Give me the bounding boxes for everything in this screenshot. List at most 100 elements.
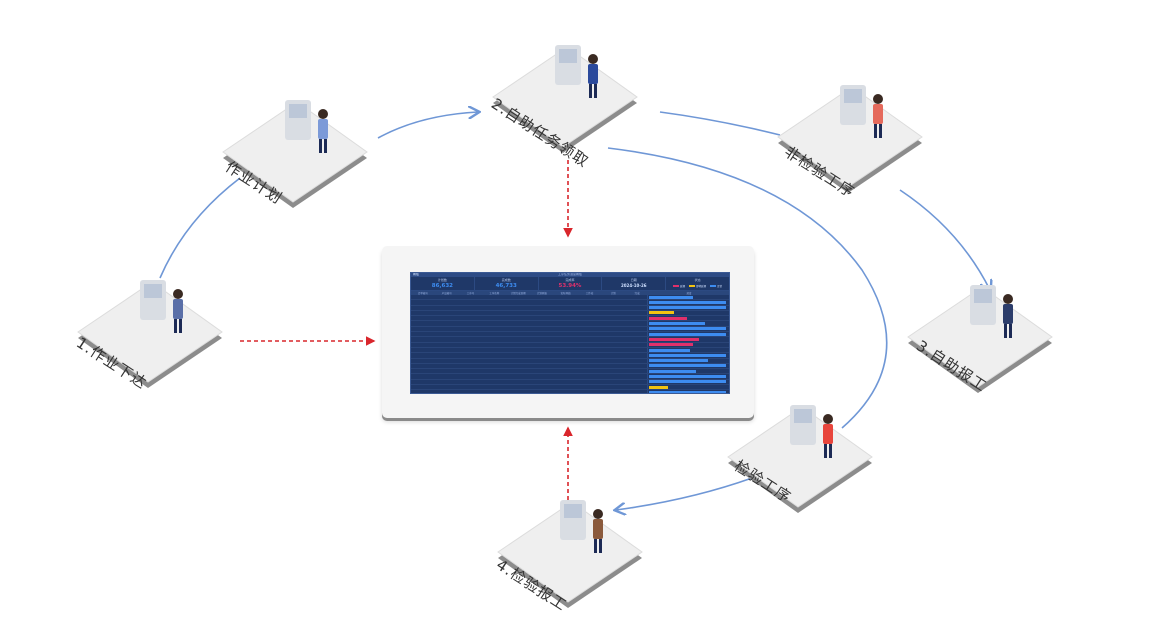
table-cell	[623, 337, 647, 341]
progress-cell	[646, 385, 729, 390]
table-cell	[482, 353, 506, 357]
table-cell	[623, 306, 647, 310]
table-cell	[600, 364, 624, 368]
kiosk-terminal-icon	[555, 45, 598, 98]
table-cell	[623, 300, 647, 304]
table-cell	[553, 337, 577, 341]
table-cell	[435, 348, 459, 352]
progress-bar	[648, 332, 726, 336]
table-cell	[623, 380, 647, 384]
table-cell	[505, 316, 529, 320]
kpi-label: 计划数	[437, 278, 447, 282]
table-cell	[482, 390, 506, 393]
table-cell	[505, 359, 529, 363]
dashboard-corner-label: 看板	[413, 272, 420, 276]
column-header: 工序号	[466, 292, 475, 295]
table-cell	[623, 364, 647, 368]
table-cell	[411, 300, 435, 304]
table-cell	[411, 348, 435, 352]
table-cell	[482, 364, 506, 368]
kpi-label: 完成数	[501, 278, 511, 282]
table-cell	[600, 343, 624, 347]
table-cell	[529, 321, 553, 325]
table-cell	[411, 295, 435, 299]
table-cell	[458, 306, 482, 310]
table-cell	[458, 385, 482, 389]
table-cell	[411, 390, 435, 393]
table-cell	[505, 321, 529, 325]
edge-inspection-report	[616, 477, 753, 510]
table-cell	[505, 343, 529, 347]
table-cell	[411, 327, 435, 331]
table-cell	[435, 332, 459, 336]
column-header: 完成	[634, 292, 640, 295]
table-cell	[458, 343, 482, 347]
edge-claim-inspection	[607, 147, 888, 429]
table-cell	[458, 364, 482, 368]
table-row	[411, 369, 729, 375]
table-cell	[458, 316, 482, 320]
table-row	[411, 332, 729, 338]
kpi-value: 46,733	[495, 283, 517, 289]
node-inspection-report: 4.检验报工	[490, 490, 650, 615]
table-cell	[529, 332, 553, 336]
table-cell	[435, 353, 459, 357]
table-cell	[600, 390, 624, 393]
table-cell	[482, 306, 506, 310]
progress-bar	[648, 348, 690, 352]
table-row	[411, 342, 729, 348]
table-cell	[482, 295, 506, 299]
table-cell	[435, 380, 459, 384]
progress-bar	[648, 300, 726, 304]
table-cell	[529, 311, 553, 315]
table-cell	[553, 359, 577, 363]
progress-cell	[646, 310, 729, 316]
column-header: 订单编号	[417, 292, 428, 295]
progress-cell	[646, 353, 729, 358]
inspection-station-icon	[790, 405, 833, 458]
table-cell	[458, 332, 482, 336]
table-cell	[623, 327, 647, 331]
table-row	[411, 300, 729, 306]
table-cell	[411, 359, 435, 363]
progress-bar	[648, 343, 693, 347]
table-cell	[482, 369, 506, 373]
table-cell	[458, 369, 482, 373]
table-cell	[505, 306, 529, 310]
table-cell	[576, 385, 600, 389]
table-cell	[600, 300, 624, 304]
tile-platform	[497, 500, 643, 608]
table-cell	[553, 343, 577, 347]
table-cell	[576, 374, 600, 378]
table-cell	[505, 390, 529, 393]
table-cell	[576, 327, 600, 331]
progress-cell	[646, 374, 729, 379]
legend-swatch	[710, 285, 717, 287]
column-header: 计划完成日期	[510, 292, 526, 295]
table-cell	[411, 364, 435, 368]
table-header: 订单编号产品编号工序号工序名称计划完成日期计划开始实际开始工作站计划完成进度	[411, 291, 729, 295]
progress-bar	[648, 295, 693, 299]
progress-bar	[648, 327, 726, 331]
node-non-inspection: 非检验工序	[770, 75, 930, 201]
table-cell	[435, 343, 459, 347]
table-cell	[553, 321, 577, 325]
table-row	[411, 379, 729, 386]
legend-label: 正常	[717, 285, 723, 288]
progress-cell	[646, 305, 729, 310]
node-self-claim: 2.自助任务领取	[485, 35, 645, 171]
table-cell	[435, 337, 459, 341]
progress-cell	[646, 358, 729, 363]
table-cell	[600, 374, 624, 378]
table-cell	[435, 311, 459, 315]
table-cell	[576, 300, 600, 304]
table-row	[411, 326, 729, 333]
table-cell	[600, 337, 624, 341]
table-cell	[458, 300, 482, 304]
table-cell	[600, 380, 624, 384]
table-cell	[435, 359, 459, 363]
progress-cell	[646, 347, 729, 353]
node-plan: 作业计划	[215, 90, 375, 210]
